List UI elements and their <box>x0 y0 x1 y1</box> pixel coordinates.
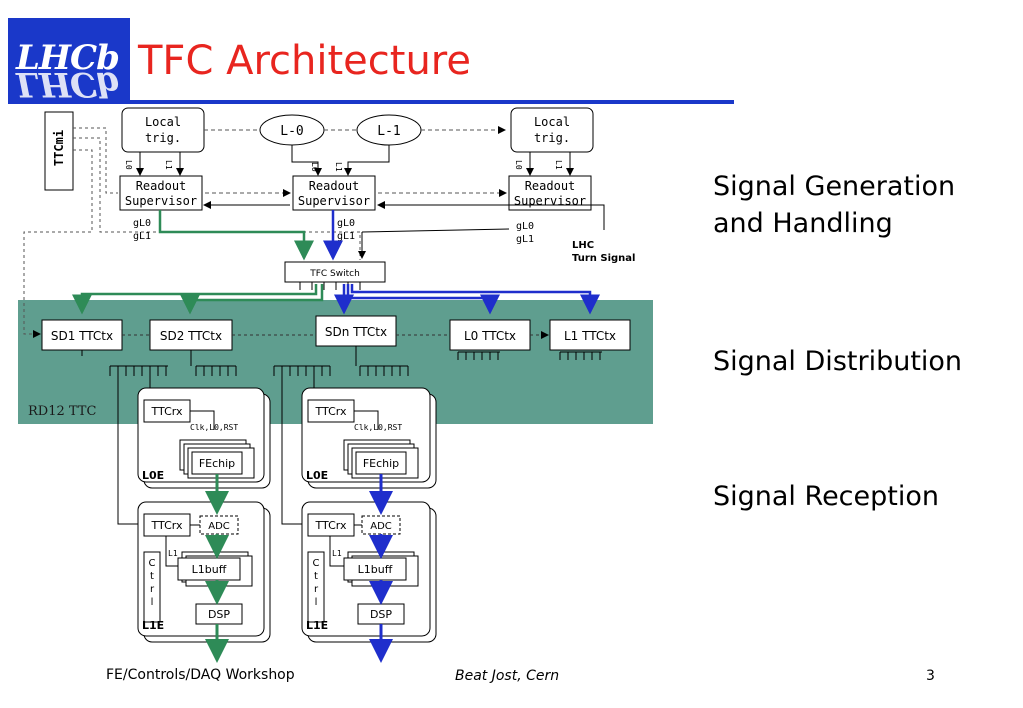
svg-text:DSP: DSP <box>208 608 230 621</box>
l1-label: L-1 <box>377 124 400 139</box>
local-trig-left-l2: trig. <box>145 131 181 145</box>
ttcmi-label: TTCmi <box>52 130 66 166</box>
rs-left <box>119 175 203 211</box>
svg-text:TFC Switch: TFC Switch <box>309 269 360 279</box>
svg-text:gL1: gL1 <box>337 231 355 242</box>
rd12-label: RD12 TTC <box>28 404 96 419</box>
label-signal-generation: Signal Generation and Handling <box>713 171 956 239</box>
svg-text:L0: L0 <box>514 160 523 170</box>
svg-text:L1E: L1E <box>306 619 328 632</box>
svg-text:Clk,L0,RST: Clk,L0,RST <box>354 423 402 432</box>
svg-text:L1 TTCtx: L1 TTCtx <box>564 329 616 343</box>
l1-ttctx <box>549 319 631 351</box>
svg-text:SDn TTCtx: SDn TTCtx <box>325 325 387 339</box>
label-signal-distribution: Signal Distribution <box>713 346 963 377</box>
svg-text:TTCrx: TTCrx <box>314 519 347 532</box>
svg-text:gL1: gL1 <box>133 231 151 242</box>
svg-text:Turn Signal: Turn Signal <box>572 253 635 264</box>
sd1-ttctx <box>41 319 123 351</box>
svg-text:TTCrx: TTCrx <box>314 405 347 418</box>
label-signal-reception: Signal Reception <box>713 481 939 512</box>
svg-text:ADC: ADC <box>208 521 230 532</box>
sdn-ttctx <box>315 315 397 347</box>
rs-right-l1: Readout <box>525 179 576 193</box>
svg-text:L0E: L0E <box>142 469 164 482</box>
svg-text:L1: L1 <box>334 162 343 172</box>
svg-text:gL0: gL0 <box>516 221 534 232</box>
footer-center: Beat Jost, Cern <box>455 668 560 684</box>
rs-center <box>292 175 376 211</box>
local-trig-left-l1: Local <box>145 115 181 129</box>
svg-text:FEchip: FEchip <box>199 457 235 470</box>
svg-text:gL0: gL0 <box>133 218 151 229</box>
svg-text:L1buff: L1buff <box>358 563 393 576</box>
l0-label: L-0 <box>280 124 303 139</box>
svg-text:gL0: gL0 <box>337 218 355 229</box>
svg-text:L0 TTCtx: L0 TTCtx <box>464 329 516 343</box>
rs-right <box>508 175 592 211</box>
rs-right-l2: Supervisor <box>514 194 586 208</box>
logo-text: LHCb <box>16 38 120 78</box>
svg-text:FEchip: FEchip <box>363 457 399 470</box>
rs-center-l1: Readout <box>309 179 360 193</box>
local-trig-right <box>510 107 594 153</box>
svg-text:SD1 TTCtx: SD1 TTCtx <box>51 329 113 343</box>
svg-text:SD2 TTCtx: SD2 TTCtx <box>160 329 222 343</box>
svg-text:TTCrx: TTCrx <box>150 405 183 418</box>
tfc-switch <box>284 261 386 283</box>
svg-text:L1: L1 <box>332 549 342 558</box>
title-rule <box>8 100 734 104</box>
local-trig-right-l2: trig. <box>534 131 570 145</box>
rs-left-l1: Readout <box>136 179 187 193</box>
svg-text:L0: L0 <box>124 160 133 170</box>
ttcmi-box <box>44 111 74 191</box>
svg-text:gL1: gL1 <box>516 234 534 245</box>
svg-text:LHC: LHC <box>572 240 594 251</box>
svg-text:L1: L1 <box>168 549 178 558</box>
svg-text:L0: L0 <box>310 162 319 172</box>
svg-text:ADC: ADC <box>370 521 392 532</box>
svg-text:L1: L1 <box>554 160 563 170</box>
svg-text:DSP: DSP <box>370 608 392 621</box>
svg-text:L1E: L1E <box>142 619 164 632</box>
l0-ttctx <box>449 319 531 351</box>
rs-center-l2: Supervisor <box>298 194 370 208</box>
svg-text:L1: L1 <box>164 160 173 170</box>
page-number: 3 <box>926 668 935 684</box>
svg-text:L0E: L0E <box>306 469 328 482</box>
svg-text:TTCrx: TTCrx <box>150 519 183 532</box>
svg-text:Clk,L0,RST: Clk,L0,RST <box>190 423 238 432</box>
local-trig-right-l1: Local <box>534 115 570 129</box>
svg-text:L1buff: L1buff <box>192 563 227 576</box>
rs-left-l2: Supervisor <box>125 194 197 208</box>
lhcb-logo: LHCb LHCb <box>8 18 130 104</box>
slide-title: TFC Architecture <box>138 38 471 84</box>
sd2-ttctx <box>149 319 233 351</box>
footer-left: FE/Controls/DAQ Workshop <box>106 667 295 683</box>
